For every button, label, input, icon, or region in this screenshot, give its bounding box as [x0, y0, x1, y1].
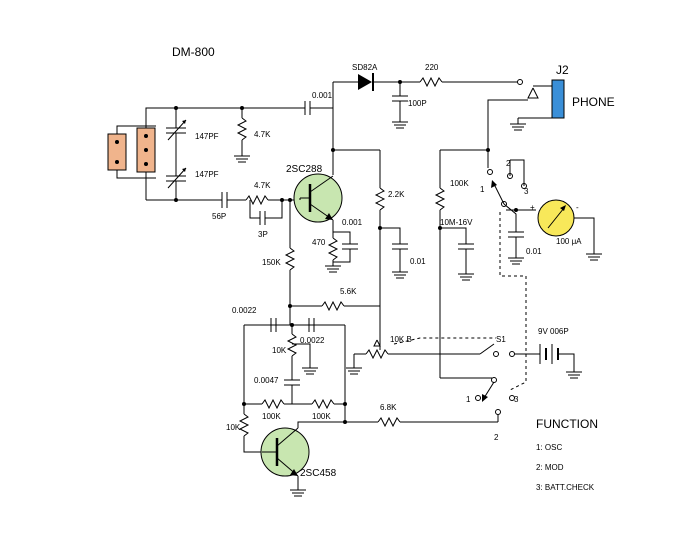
label-r100k-top: 100K	[450, 179, 469, 188]
label-r100k-a: 100K	[262, 412, 281, 421]
label-r10k-low: 10K	[226, 423, 241, 432]
switch-s1[interactable]	[479, 343, 540, 357]
capacitor-10m-16v	[440, 227, 474, 281]
capacitor-0-01-meter	[508, 231, 524, 265]
potentiometer-10k-b[interactable]	[346, 306, 480, 375]
label-r220: 220	[425, 63, 439, 72]
label-r22k: 2.2K	[388, 190, 405, 199]
label-sw2-2: 2	[494, 433, 499, 442]
label-c0001a: 0.001	[312, 91, 333, 100]
capacitor-0-0022-left	[270, 318, 277, 332]
resistor-100k-b	[311, 398, 345, 410]
label-c100p: 100P	[408, 99, 427, 108]
label-sw-2: 2	[506, 159, 511, 168]
label-sw-1: 1	[480, 185, 485, 194]
variable-capacitor-2	[166, 160, 187, 200]
capacitor-3p	[249, 200, 283, 225]
resistor-10k-mid	[286, 325, 318, 380]
junction-dots	[174, 80, 518, 424]
transistor-q1-2sc288	[293, 173, 343, 223]
label-r150k: 150K	[262, 258, 281, 267]
wire	[297, 421, 345, 428]
label-r470: 470	[312, 238, 326, 247]
label-c0022b: 0.0022	[300, 336, 325, 345]
capacitor-0-001-top	[304, 101, 333, 115]
label-r68k: 6.8K	[380, 403, 397, 412]
battery-9v	[539, 344, 582, 379]
diagram-title: DM-800	[172, 45, 215, 59]
label-meter-minus: -	[576, 203, 579, 212]
label-r100k-b: 100K	[312, 412, 331, 421]
label-c0047: 0.0047	[254, 376, 279, 385]
label-s1: S1	[496, 335, 506, 344]
label-r47k-top: 4.7K	[254, 130, 271, 139]
transistor-q2-2sc458	[260, 427, 310, 477]
capacitor-56p	[221, 192, 246, 208]
function-heading: FUNCTION	[536, 417, 598, 431]
label-r10k-mid: 10K	[272, 346, 287, 355]
capacitor-0-0047	[284, 379, 300, 404]
coil-assembly	[107, 125, 156, 179]
function-switch-lower[interactable]	[440, 377, 515, 423]
label-r56k: 5.6K	[340, 287, 357, 296]
label-meter-plus: +	[530, 203, 535, 212]
resistor-100k-a	[261, 398, 312, 410]
capacitor-100p	[392, 82, 408, 129]
resistor-220	[419, 76, 523, 88]
label-c3p: 3P	[258, 230, 268, 239]
label-r47k-base: 4.7K	[254, 181, 271, 190]
capacitor-0-0022-right	[308, 318, 315, 332]
resistor-150k	[284, 200, 296, 325]
label-diode: SD82A	[352, 63, 378, 72]
label-sw2-3: 3	[514, 395, 519, 404]
variable-capacitor-1	[166, 108, 187, 150]
ground-q2	[290, 476, 306, 497]
label-c0022a: 0.0022	[232, 306, 257, 315]
label-vc2: 147PF	[195, 170, 219, 179]
label-meter: 100 μA	[556, 237, 582, 246]
label-vc1: 147PF	[195, 132, 219, 141]
resistor-5-6k	[290, 300, 380, 312]
label-c56p: 56P	[212, 212, 226, 221]
label-q2: 2SC458	[300, 468, 337, 479]
label-c001-meter: 0.01	[526, 247, 542, 256]
function-item-2: 2: MOD	[536, 463, 564, 472]
resistor-100k-top	[434, 150, 446, 378]
diode-sd82a	[358, 73, 420, 91]
label-battery: 9V 006P	[538, 327, 569, 336]
wire	[145, 107, 305, 128]
label-q1: 2SC288	[286, 164, 323, 175]
switch-linkage	[499, 212, 527, 391]
label-pot: 10K B	[390, 335, 412, 344]
function-switch-upper[interactable]	[487, 159, 537, 232]
label-sw-3: 3	[524, 187, 529, 196]
capacitor-0-001-emitter	[333, 231, 358, 263]
resistor-4-7k-top	[234, 108, 250, 163]
function-item-3: 3: BATT.CHECK	[536, 483, 595, 492]
label-c0001b: 0.001	[342, 218, 363, 227]
capacitor-0-01-mid	[380, 227, 408, 279]
label-j2: J2	[556, 63, 569, 77]
resistor-470	[325, 232, 341, 273]
label-phone: PHONE	[572, 95, 615, 109]
label-c10m: 10M-16V	[440, 218, 473, 227]
resistor-10k-low	[238, 404, 262, 453]
function-item-1: 1: OSC	[536, 443, 562, 452]
label-c001-mid: 0.01	[410, 257, 426, 266]
phone-jack-j2[interactable]	[487, 79, 565, 131]
meter-100ua	[537, 199, 602, 261]
resistor-6-8k	[345, 416, 498, 428]
label-sw2-1: 1	[466, 395, 471, 404]
